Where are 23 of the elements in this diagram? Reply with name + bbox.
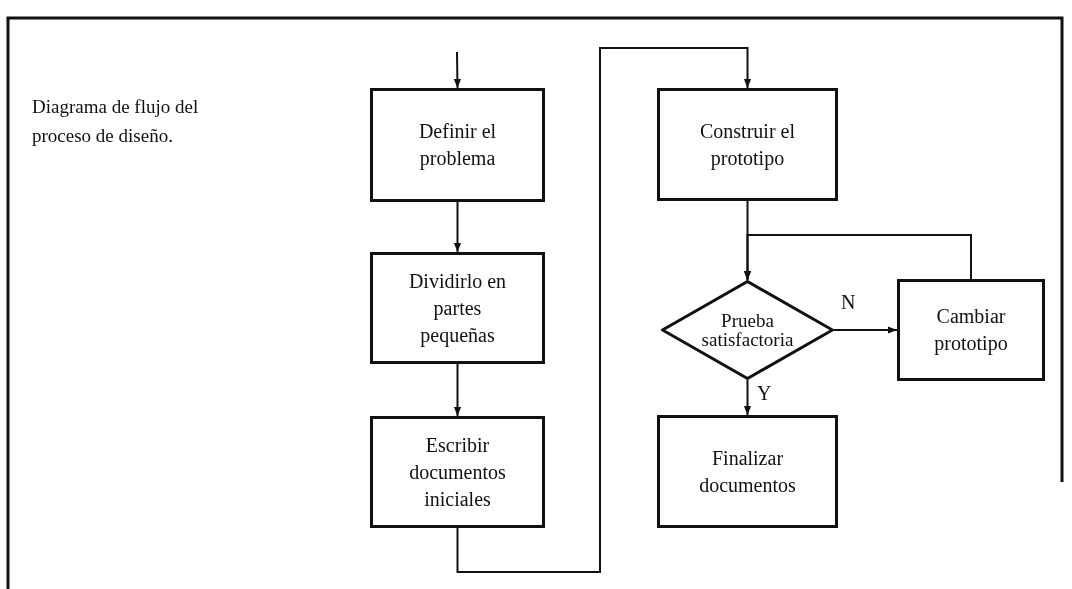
edge-label: Y (756, 383, 773, 403)
process-box (657, 88, 838, 201)
process-box (370, 416, 545, 528)
arrow (743, 379, 752, 416)
process-box (370, 252, 545, 364)
box-text: Construir el prototipo (699, 118, 796, 172)
process-box (370, 88, 545, 202)
process-box (657, 415, 838, 528)
decision-text: Prueba satisfactoria (700, 311, 795, 349)
arrow (833, 326, 898, 334)
process-box (897, 279, 1045, 381)
arrow (453, 363, 462, 417)
caption: Diagrama de flujo del proceso de diseño. (32, 95, 200, 148)
arrow (453, 51, 461, 89)
box-text: Finalizar documentos (698, 445, 797, 498)
arrow (453, 201, 462, 253)
arrow (456, 47, 752, 573)
box-text: Cambiar prototipo (933, 304, 1009, 357)
arrow (743, 234, 972, 281)
box-text: Definir el problema (417, 119, 498, 172)
edge-label: N (840, 292, 857, 312)
box-text: Escribir documentos iniciales (408, 432, 507, 512)
box-text: Dividirlo en partes pequeñas (407, 268, 508, 349)
